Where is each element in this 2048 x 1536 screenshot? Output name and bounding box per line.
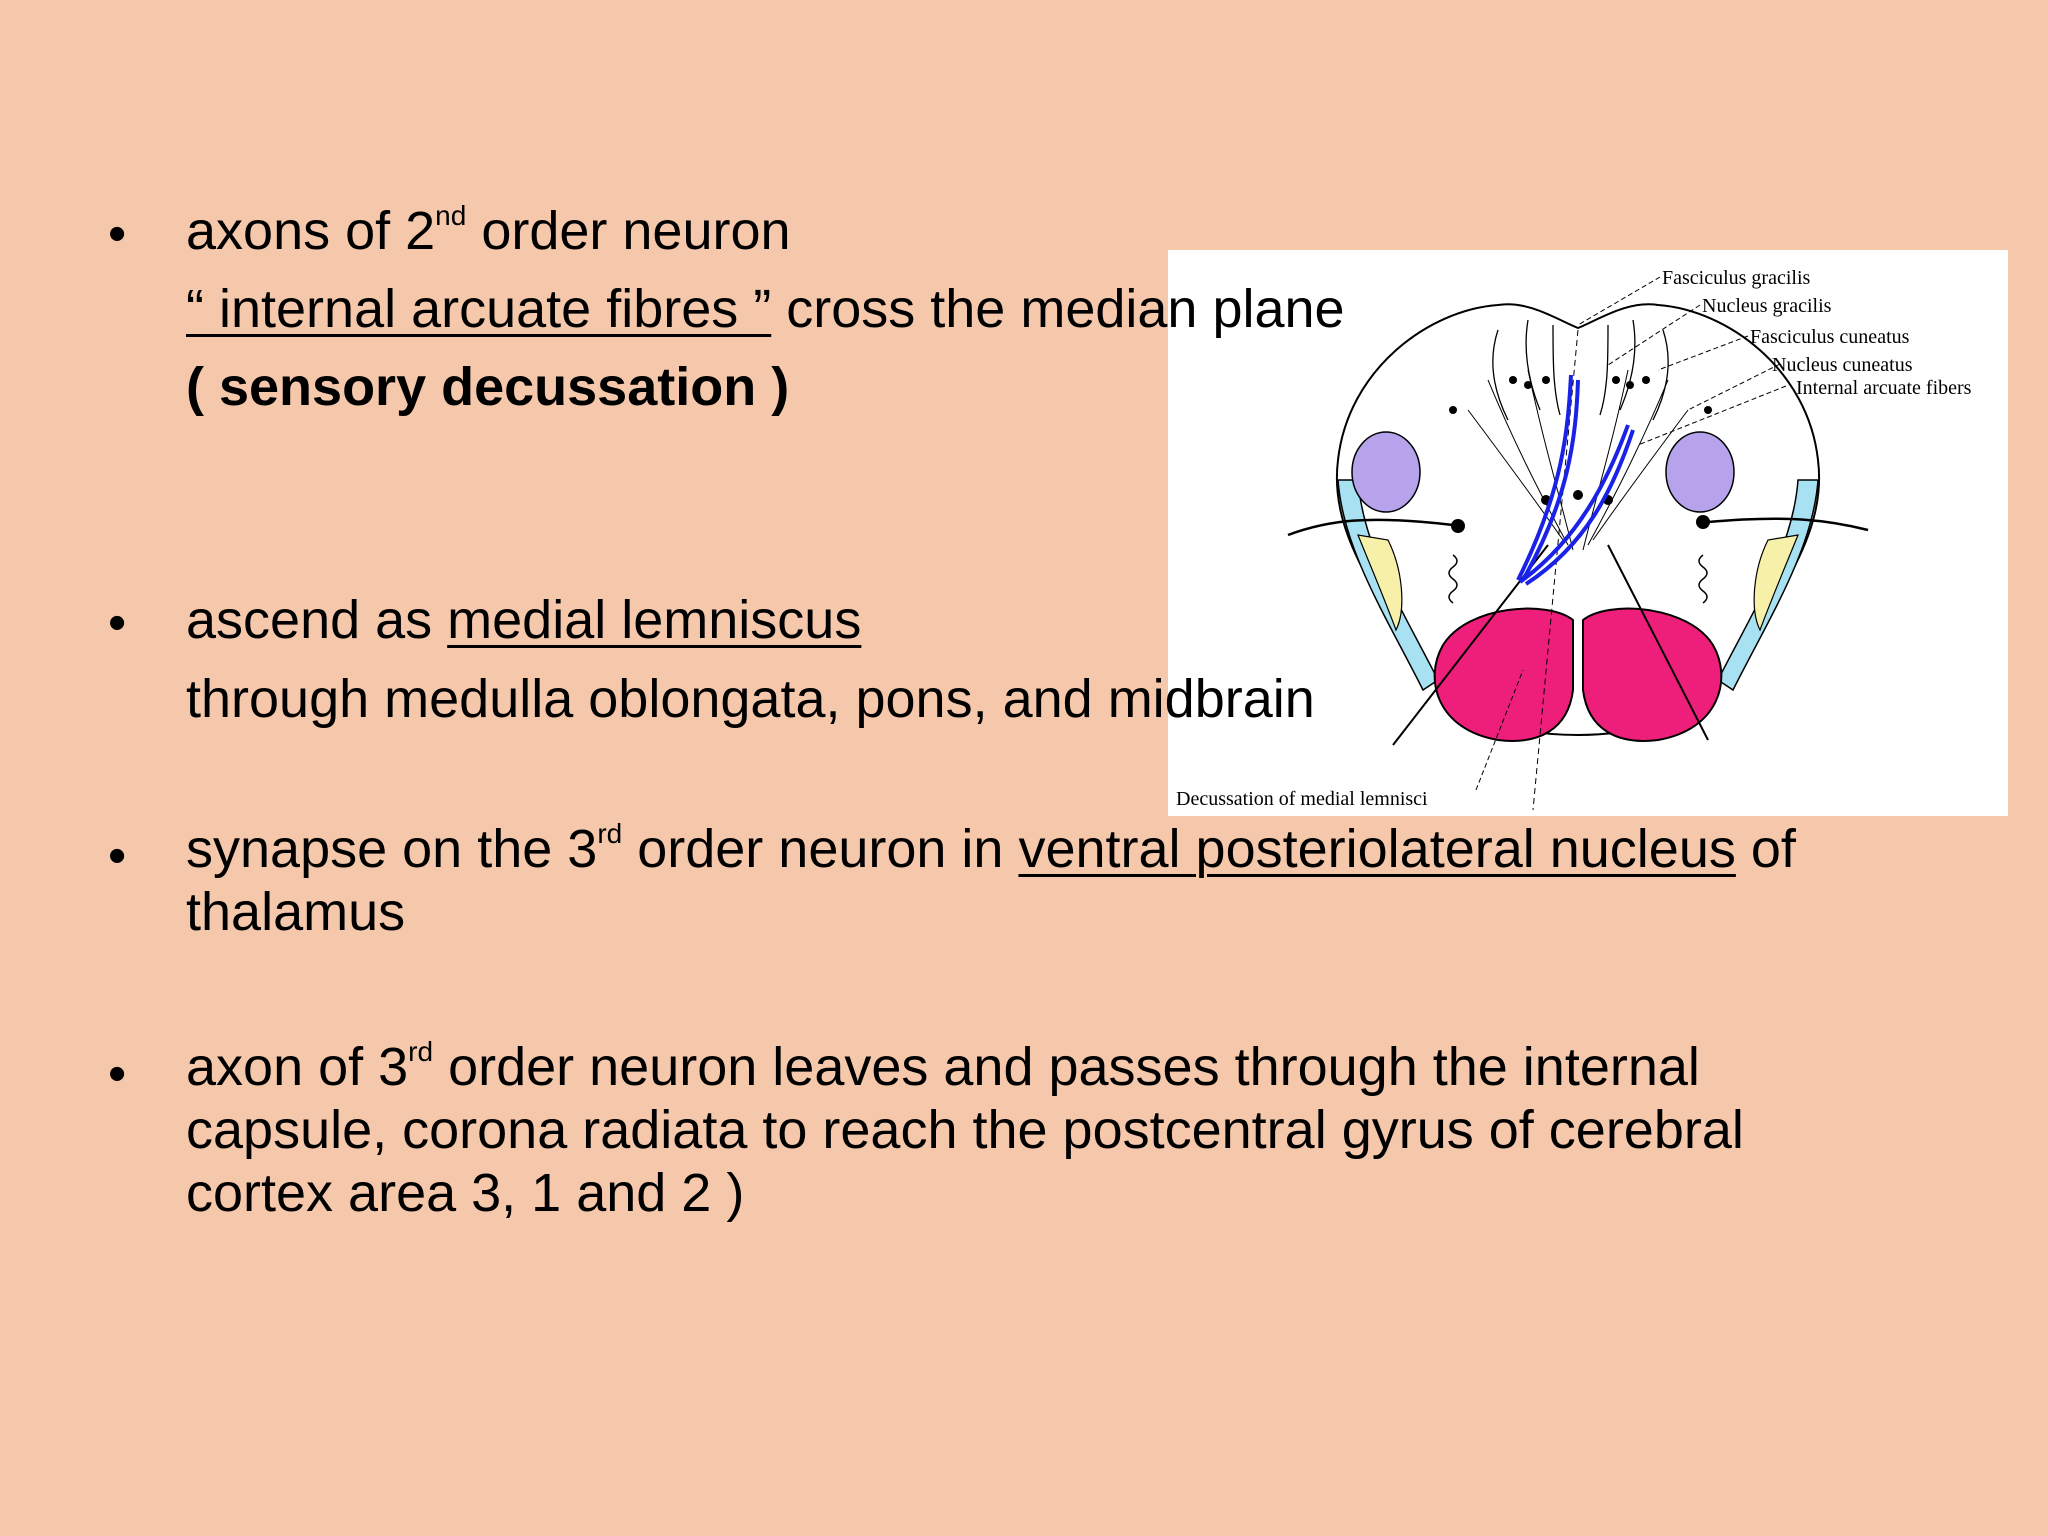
internal-arcuate-fibers (1516, 374, 1635, 586)
vpl-nucleus-term: ventral posteriolateral nucleus (1018, 819, 1736, 879)
left-olive (1448, 554, 1458, 604)
internal-arcuate-fibres-term: “ internal arcuate fibres ” (186, 279, 772, 339)
label-internal-arcuate-fibers: Internal arcuate fibers (1796, 377, 1972, 399)
right-olive (1698, 554, 1708, 604)
label-fasciculus-cuneatus: Fasciculus cuneatus (1750, 326, 1910, 348)
label-decussation: Decussation of medial lemnisci (1176, 788, 1428, 810)
bullet-2: • (108, 594, 127, 652)
bullet-3: • (108, 827, 127, 885)
left-horizontal-line (1287, 518, 1454, 537)
block2-line1: ascend as medial lemniscus (186, 590, 862, 650)
block4-paragraph: axon of 3rd order neuron leaves and pass… (186, 1036, 1744, 1223)
leader-lines (1475, 276, 1787, 791)
left-pyramid (1433, 607, 1574, 742)
left-dot (1451, 519, 1465, 533)
medulla-cross-section-figure: Fasciculus gracilis Nucleus gracilis Fas… (1168, 250, 2008, 816)
block3-paragraph: synapse on the 3rd order neuron in ventr… (186, 818, 1796, 942)
right-horizontal-line (1707, 517, 1869, 532)
median-line (1532, 329, 1579, 811)
block1-line1: axons of 2nd order neuron (186, 200, 791, 261)
block1-line2: “ internal arcuate fibres ” cross the me… (186, 279, 1345, 339)
right-diagonal (1607, 544, 1709, 741)
medial-lemniscus-term: medial lemniscus (447, 590, 862, 650)
right-pyramid (1582, 607, 1723, 742)
label-nucleus-gracilis: Nucleus gracilis (1702, 295, 1832, 317)
block2-line2: through medulla oblongata, pons, and mid… (186, 669, 1315, 729)
label-nucleus-cuneatus: Nucleus cuneatus (1772, 354, 1913, 376)
right-lateral-nucleus (1665, 431, 1735, 513)
label-fasciculus-gracilis: Fasciculus gracilis (1662, 267, 1811, 289)
neuron-dots (1449, 376, 1712, 505)
right-yellow-region (1753, 534, 1799, 632)
nucleus-fibers (1467, 369, 1689, 551)
bullet-1: • (108, 205, 127, 263)
left-lateral-nucleus (1351, 431, 1421, 513)
block1-line3: ( sensory decussation ) (186, 357, 790, 417)
medulla-diagram: Fasciculus gracilis Nucleus gracilis Fas… (1176, 267, 1972, 811)
bullet-4: • (108, 1045, 127, 1103)
right-dot (1696, 515, 1710, 529)
left-yellow-region (1357, 534, 1403, 632)
dorsal-columns (1492, 319, 1669, 421)
